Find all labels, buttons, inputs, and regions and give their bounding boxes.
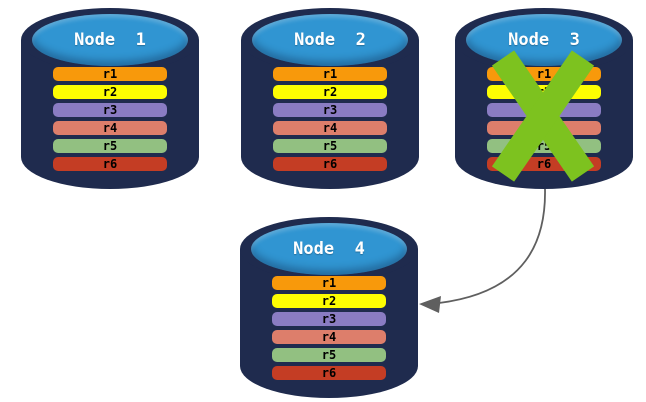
replica-row-label: r1 [321,276,337,290]
replica-row: r5 [53,139,167,153]
replica-row: r3 [273,103,387,117]
replica-row-label: r5 [321,348,337,362]
replica-row-label: r6 [536,157,552,171]
x-mark-icon [491,50,595,182]
replica-row-label: r3 [102,103,118,117]
replica-row: r4 [53,121,167,135]
replica-row: r6 [273,157,387,171]
replica-row-label: r5 [322,139,338,153]
node-title: Node 2 [294,30,366,50]
replica-row-label: r1 [102,67,118,81]
replica-row-label: r4 [322,121,338,135]
replica-row-label: r4 [102,121,118,135]
replica-row: r4 [273,121,387,135]
replica-row: r1 [272,276,386,290]
replica-row: r2 [273,85,387,99]
replica-row: r1 [53,67,167,81]
replica-row-label: r6 [102,157,118,171]
replica-row: r6 [272,366,386,380]
replica-row-list: r1 r2 r3 r4 r5 r6 [273,67,387,175]
cylinder-top: Node 2 [252,14,408,66]
replica-row-label: r6 [322,157,338,171]
node-2-cylinder: Node 2 r1 r2 r3 r4 r5 r6 [241,8,419,189]
replica-row: r5 [272,348,386,362]
replica-row: r3 [53,103,167,117]
node-4-cylinder: Node 4 r1 r2 r3 r4 r5 r6 [240,217,418,398]
replica-row-label: r2 [102,85,118,99]
replica-row-label: r6 [321,366,337,380]
replica-row: r6 [53,157,167,171]
replica-row-label: r3 [322,103,338,117]
replica-row-list: r1 r2 r3 r4 r5 r6 [272,276,386,384]
replica-row: r2 [272,294,386,308]
node-3-cylinder: Node 3 r1 r2 r3 r4 r5 r6 [455,8,633,189]
replica-row: r4 [272,330,386,344]
node-title: Node 1 [74,30,146,50]
node-title: Node 3 [508,30,580,50]
cylinder-top: Node 4 [251,223,407,275]
replica-row-label: r2 [321,294,337,308]
replica-row-label: r5 [102,139,118,153]
replica-row-list: r1 r2 r3 r4 r5 r6 [53,67,167,175]
replica-row: r5 [273,139,387,153]
node-1-cylinder: Node 1 r1 r2 r3 r4 r5 r6 [21,8,199,189]
cylinder-top: Node 3 [466,14,622,66]
replica-row: r3 [272,312,386,326]
cylinder-top: Node 1 [32,14,188,66]
replica-row-label: r1 [536,67,552,81]
node-title: Node 4 [293,239,365,259]
replica-row: r2 [53,85,167,99]
replica-row: r1 [273,67,387,81]
replica-row-label: r1 [322,67,338,81]
replica-row-label: r3 [321,312,337,326]
replica-row-label: r4 [321,330,337,344]
replica-row-label: r2 [322,85,338,99]
